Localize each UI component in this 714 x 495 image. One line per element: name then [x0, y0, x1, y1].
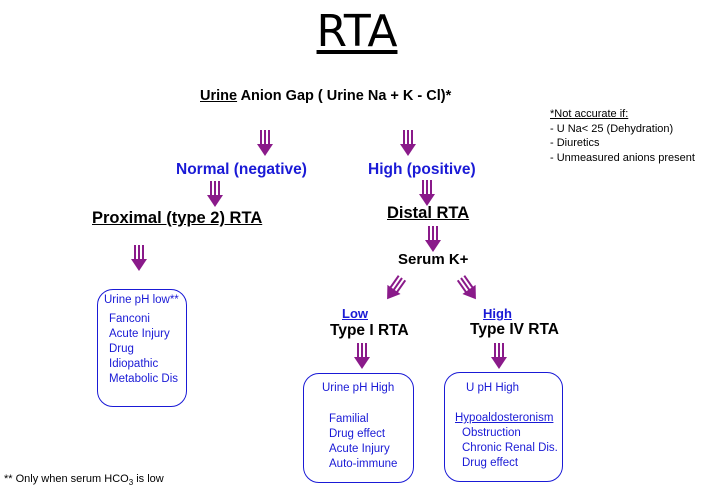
list-item: Idiopathic [109, 358, 159, 370]
box-header: Urine pH High [322, 382, 395, 394]
arrow-to-proximal [206, 180, 224, 208]
distal-rta-label: Distal RTA [387, 204, 470, 222]
list-item: Fanconi [109, 313, 150, 325]
cause-list: Hypoaldosteronism Obstruction Chronic Re… [455, 411, 558, 471]
footnote-prefix: ** Only when serum HCO [4, 473, 129, 485]
arrow-to-distal [418, 179, 436, 207]
list-item: Hypoaldosteronism [455, 412, 554, 424]
footnote-subscript: 3 [128, 478, 134, 488]
list-item: Drug effect [462, 457, 519, 469]
note-item: - Unmeasured anions present [550, 151, 695, 164]
type4-causes-box: U pH High Hypoaldosteronism Obstruction … [444, 372, 563, 482]
type-1-rta-label: Type I RTA [330, 322, 409, 339]
type1-causes-box: Urine pH High Familial Drug effect Acute… [303, 373, 414, 483]
cause-list: Fanconi Acute Injury Drug Idiopathic Met… [109, 312, 178, 387]
arrow-to-serumk [424, 225, 442, 253]
note-item: - Diuretics [550, 137, 600, 149]
list-item: Acute Injury [109, 328, 170, 340]
high-positive-label: High (positive) [368, 161, 476, 178]
arrow-to-high [399, 129, 417, 157]
urine-anion-gap-heading: Urine Anion Gap ( Urine Na + K - Cl)* [200, 88, 451, 104]
cause-list: Familial Drug effect Acute Injury Auto-i… [329, 412, 397, 472]
urine-word: Urine [200, 88, 238, 104]
high-k-label: High [483, 306, 512, 321]
box-header: Urine pH low** [104, 294, 179, 306]
arrow-to-box-type1 [353, 342, 371, 370]
arrow-to-low [379, 272, 410, 305]
list-item: Chronic Renal Dis. [462, 442, 558, 454]
arrow-to-box-proximal [130, 244, 148, 272]
list-item: Metabolic Dis [109, 373, 179, 385]
box-header: U pH High [466, 382, 520, 394]
list-item: Auto-immune [329, 458, 398, 470]
arrow-to-box-type4 [490, 342, 508, 370]
list-item: Acute Injury [329, 443, 390, 455]
note-item: - U Na< 25 (Dehydration) [550, 122, 674, 135]
anion-gap-formula: Anion Gap ( Urine Na + K - Cl)* [237, 88, 452, 104]
low-k-label: Low [342, 306, 368, 321]
list-item: Obstruction [462, 427, 521, 439]
serum-k-label: Serum K+ [398, 251, 469, 268]
footnote: ** Only when serum HCO3 is low [4, 473, 164, 487]
proximal-causes-box: Urine pH low** Fanconi Acute Injury Drug… [97, 289, 187, 407]
proximal-rta-label: Proximal (type 2) RTA [92, 209, 263, 227]
arrow-to-highk [453, 272, 484, 305]
list-item: Drug [109, 343, 134, 355]
arrow-to-normal [256, 129, 274, 157]
page-title: RTA [316, 6, 398, 57]
normal-negative-label: Normal (negative) [176, 161, 307, 178]
type-4-rta-label: Type IV RTA [470, 321, 559, 338]
note-header: *Not accurate if: [550, 108, 629, 120]
accuracy-note: *Not accurate if: - U Na< 25 (Dehydratio… [550, 107, 695, 165]
footnote-suffix: is low [133, 473, 164, 485]
list-item: Familial [329, 413, 369, 425]
list-item: Drug effect [329, 428, 386, 440]
